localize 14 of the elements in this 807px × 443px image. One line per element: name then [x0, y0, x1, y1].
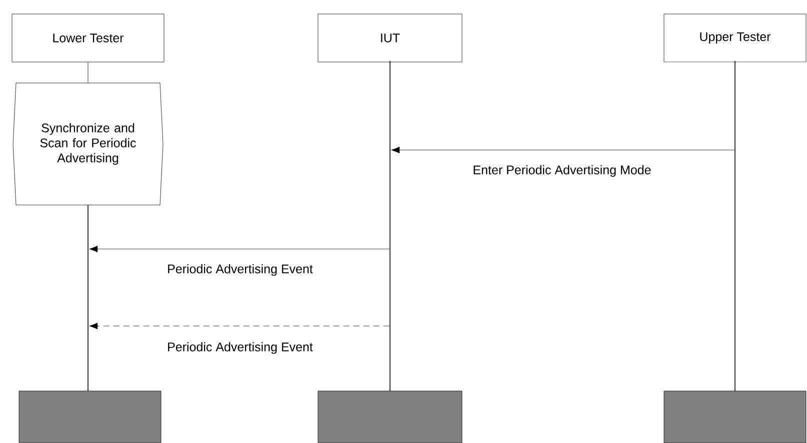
participant-box: Lower Tester: [12, 14, 164, 62]
block: [318, 390, 462, 443]
edge-label: Enter Periodic Advertising Mode: [472, 164, 652, 178]
block: [664, 390, 806, 443]
message-arrow: [89, 246, 390, 252]
participant-box: IUT: [318, 14, 462, 62]
message-arrow: [391, 146, 735, 154]
edge-label: Periodic Advertising Event: [166, 263, 314, 277]
participant-box: Upper Tester: [664, 14, 806, 62]
message-arrow: [89, 322, 390, 330]
edge-label: Periodic Advertising Event: [166, 341, 314, 355]
block: [18, 390, 162, 443]
activity-box: Synchronize and Scan for Periodic Advertising: [12, 82, 164, 206]
lifeline: [734, 61, 736, 391]
